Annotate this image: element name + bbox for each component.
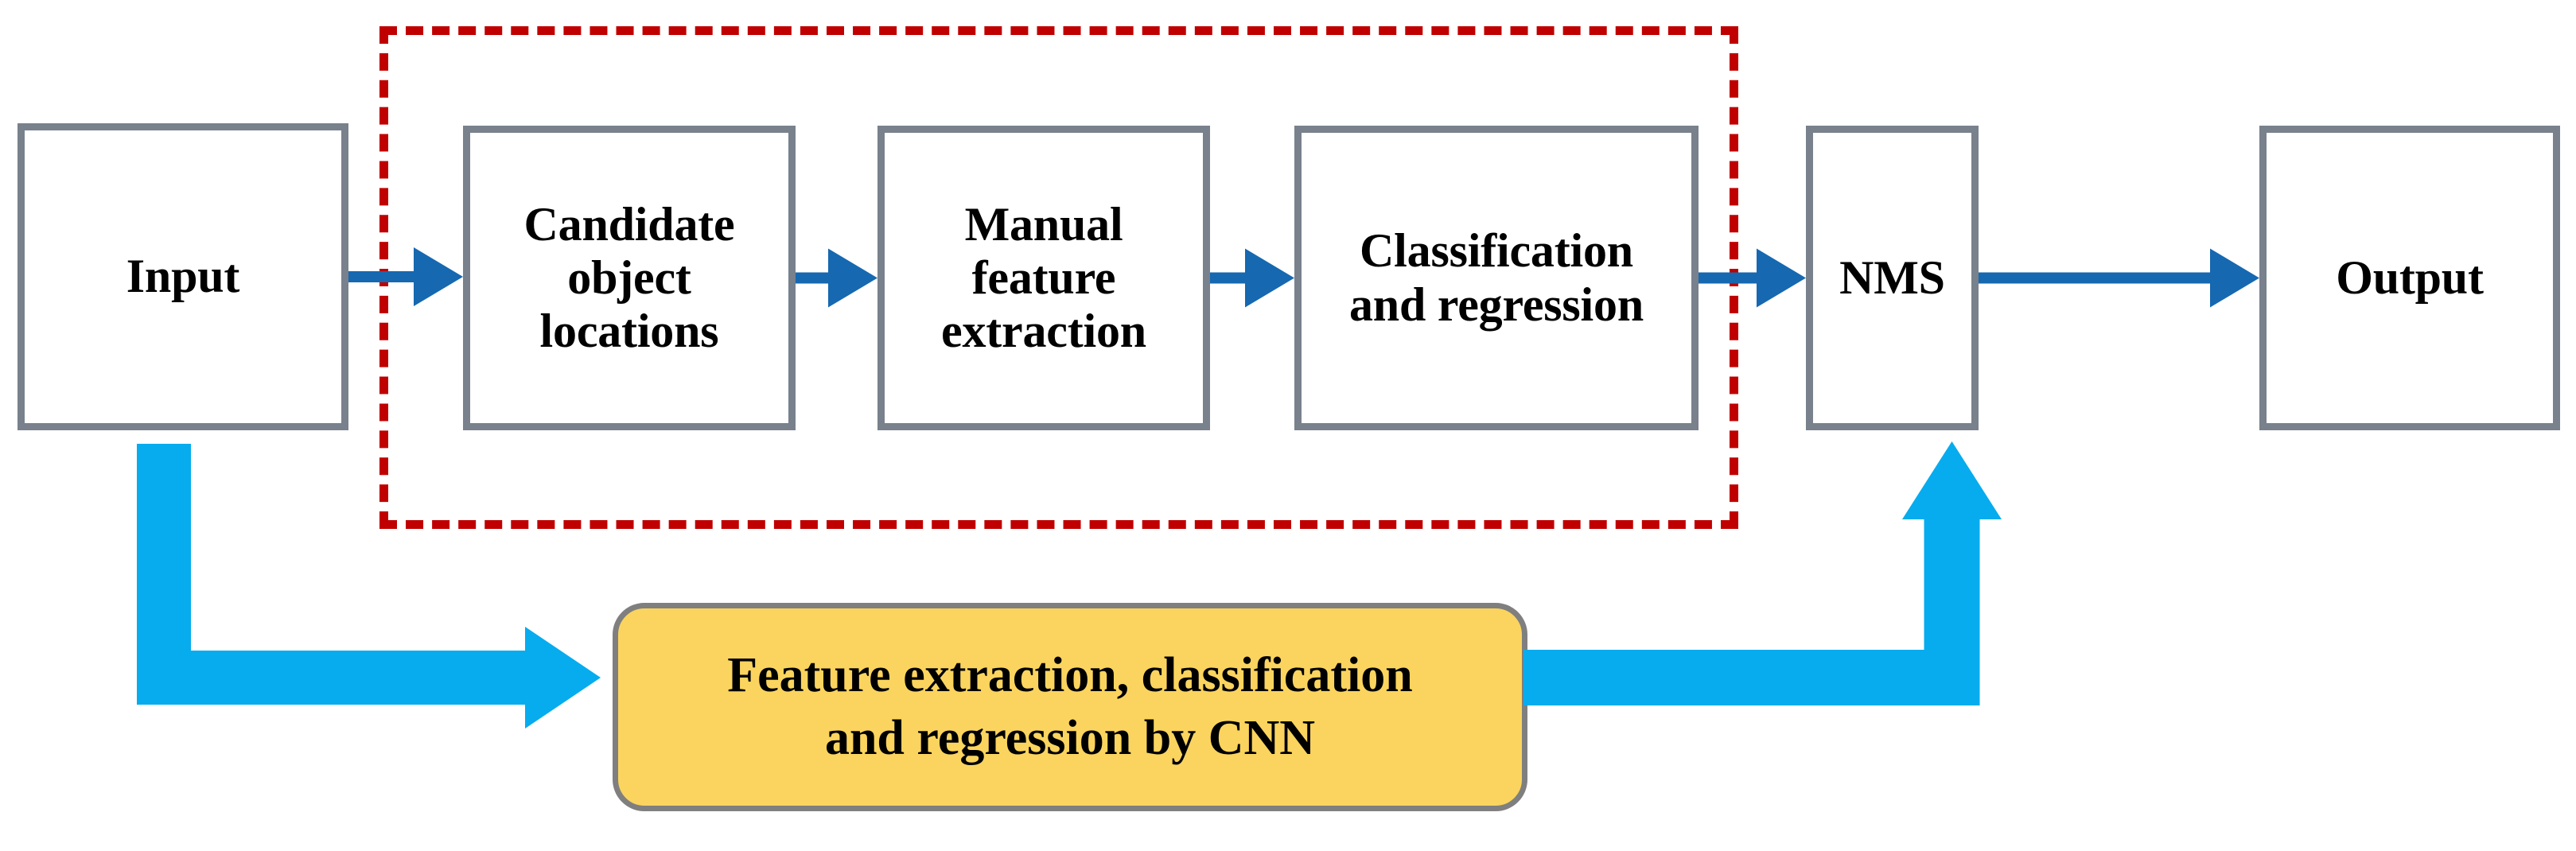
node-manual-feature-extraction[interactable]: Manual feature extraction (877, 126, 1210, 430)
arrow-nms-to-output (1979, 248, 2259, 308)
node-classification-and-regression-label: Classification and regression (1348, 224, 1644, 331)
node-manual-feature-extraction-label: Manual feature extraction (941, 197, 1146, 358)
node-nms[interactable]: NMS (1806, 126, 1979, 430)
node-input[interactable]: Input (18, 123, 348, 430)
node-nms-label: NMS (1839, 251, 1945, 304)
node-input-label: Input (126, 250, 240, 303)
node-output-label: Output (2336, 251, 2484, 304)
node-cnn-feature-extraction-label: Feature extraction, classification and r… (727, 647, 1413, 765)
node-candidate-object-locations[interactable]: Candidate object locations (463, 126, 796, 430)
node-candidate-object-locations-label: Candidate object locations (523, 197, 735, 358)
node-output[interactable]: Output (2259, 126, 2560, 430)
node-cnn-feature-extraction[interactable]: Feature extraction, classification and r… (613, 603, 1527, 811)
node-classification-and-regression[interactable]: Classification and regression (1294, 126, 1699, 430)
